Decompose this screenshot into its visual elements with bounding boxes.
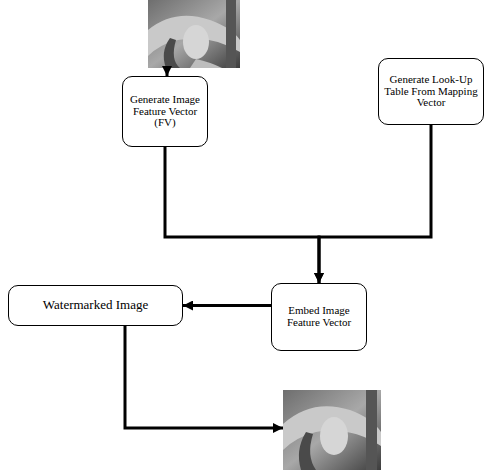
process-box: Embed Image Feature Vector (271, 283, 367, 351)
hair (299, 432, 316, 470)
shoulder (190, 59, 222, 68)
background-post (366, 390, 377, 470)
box-label: Generate Look-Up Table From Mapping Vect… (383, 74, 479, 110)
process-box: Generate Image Feature Vector (FV) (122, 76, 208, 147)
photo-ground (148, 0, 240, 68)
process-box: Watermarked Image (8, 285, 183, 326)
input-photo (148, 0, 240, 68)
face (183, 25, 209, 59)
photo-ground (283, 390, 381, 470)
box-label: Generate Image Feature Vector (FV) (127, 94, 203, 130)
output-photo (283, 390, 381, 470)
face (320, 417, 348, 455)
background-post (226, 0, 236, 68)
flow-arrow (319, 125, 431, 283)
input-arrow (166, 68, 169, 76)
output-arrow (125, 326, 283, 428)
hair (164, 38, 180, 68)
box-label: Watermarked Image (43, 298, 148, 312)
box-label: Embed Image Feature Vector (276, 305, 362, 329)
flow-arrow (165, 147, 319, 283)
process-box: Generate Look-Up Table From Mapping Vect… (378, 58, 484, 125)
flow-arrow (183, 304, 271, 307)
